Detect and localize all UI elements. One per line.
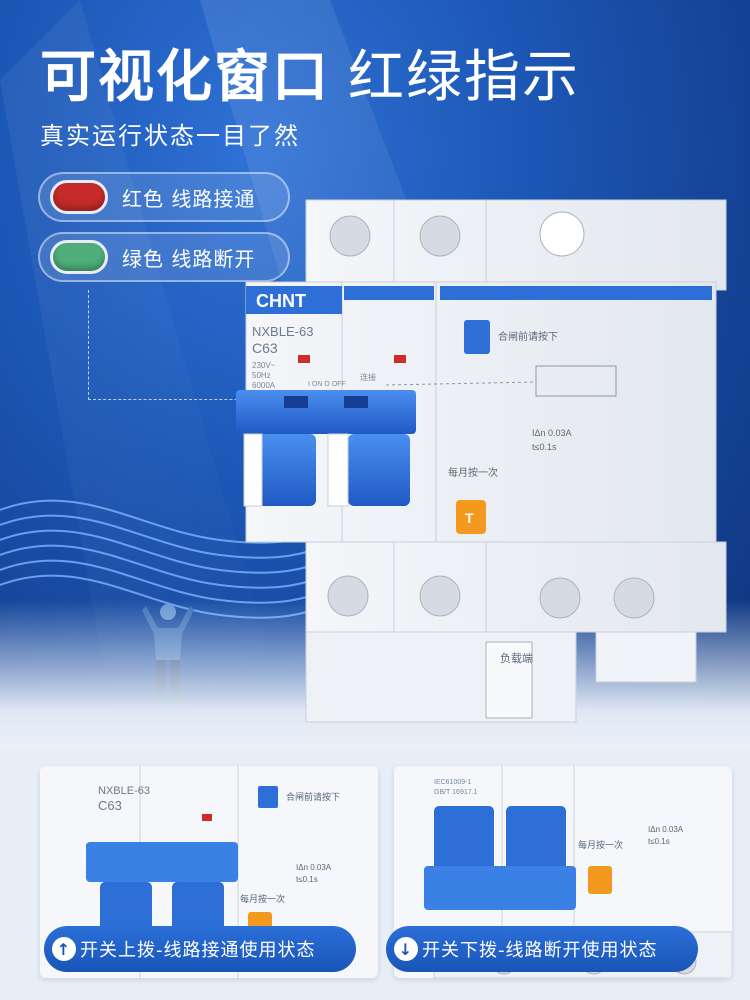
- on-monthly: 每月按一次: [240, 893, 285, 904]
- caption-on-text: 开关上拨-线路接通使用状态: [80, 940, 316, 961]
- page-subtitle: 真实运行状态一目了然: [40, 122, 300, 150]
- on-rating-label: C63: [98, 798, 122, 813]
- off-residual: IΔn 0.03A: [648, 825, 684, 834]
- test-key-label: T: [465, 510, 474, 526]
- monthly-test-label: 每月按一次: [448, 466, 498, 479]
- window-indicator-red-1: [298, 355, 310, 363]
- red-indicator-icon: [50, 180, 108, 214]
- arrow-down-icon: ↓: [394, 937, 418, 961]
- load-side-label: 负载端: [500, 651, 533, 665]
- spec-voltage: 230V~: [252, 361, 276, 370]
- test-button: [456, 500, 486, 534]
- caption-on-state: ↑ 开关上拨-线路接通使用状态: [44, 926, 356, 972]
- trip-time-label: t≤0.1s: [532, 442, 557, 452]
- legend-green-label: 绿色 线路断开: [122, 246, 256, 271]
- toggle-handle-cap: [236, 390, 416, 434]
- model-label: NXBLE-63: [252, 324, 313, 339]
- brand-logo: CHNT: [256, 291, 306, 311]
- breaker-product: CHNT NXBLE-63 C63 230V~ 50Hz 6000A I ON …: [236, 199, 727, 723]
- spec-breaking: 6000A: [252, 381, 276, 390]
- on-off-marking: I ON O OFF: [308, 381, 346, 388]
- residual-current-label: IΔn 0.03A: [532, 428, 572, 438]
- off-time: t≤0.1s: [648, 837, 670, 846]
- window-indicator-red-2: [394, 355, 406, 363]
- spec-frequency: 50Hz: [252, 371, 271, 380]
- legend-red: 红色 线路接通: [38, 172, 290, 222]
- leader-dashed-line: [88, 290, 288, 400]
- on-residual: IΔn 0.03A: [296, 863, 332, 872]
- cable-wave-decoration: [0, 499, 360, 619]
- legend-red-label: 红色 线路接通: [122, 186, 256, 211]
- title-part-1: 可视化窗口: [40, 45, 330, 110]
- caption-off-text: 开关下拨-线路断开使用状态: [422, 940, 658, 961]
- on-test-hint: 合闸前请按下: [286, 791, 340, 802]
- caption-off-state: ↓ 开关下拨-线路断开使用状态: [386, 926, 698, 972]
- green-indicator-icon: [50, 240, 108, 274]
- on-time: t≤0.1s: [296, 875, 318, 884]
- legend-green: 绿色 线路断开: [38, 232, 290, 282]
- page-title: 可视化窗口红绿指示: [40, 32, 580, 113]
- hero-background: 可视化窗口红绿指示 真实运行状态一目了然 红色 线路接通 绿色 线路断开: [0, 0, 750, 760]
- off-standard-1: IEC61009-1: [434, 779, 471, 786]
- reset-button: [464, 320, 490, 354]
- off-monthly: 每月按一次: [578, 839, 623, 850]
- arrow-up-icon: ↑: [52, 937, 76, 961]
- title-part-2: 红绿指示: [348, 45, 580, 110]
- on-model-label: NXBLE-63: [98, 785, 150, 797]
- rating-label: C63: [252, 340, 278, 356]
- link-marking: 连接: [360, 372, 376, 382]
- off-standard-2: GB/T 16917.1: [434, 789, 478, 796]
- test-hint-label: 合闸前请按下: [498, 330, 558, 343]
